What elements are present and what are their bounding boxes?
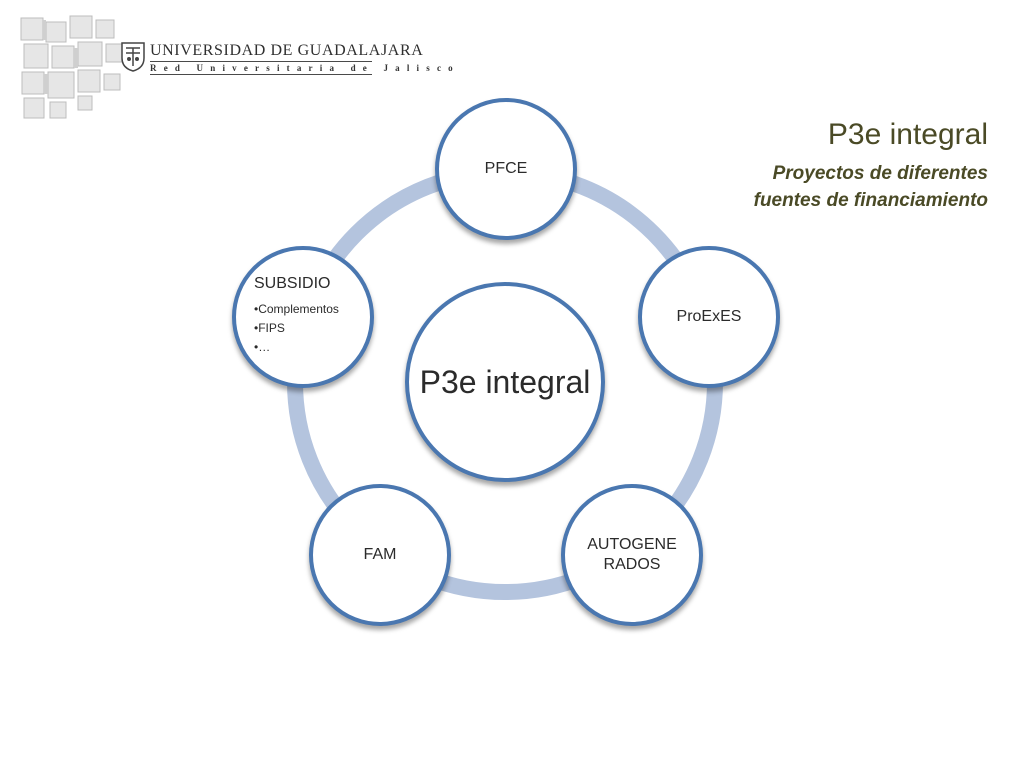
- subsidio-item: •…: [254, 340, 271, 354]
- node-fam-label: FAM: [363, 546, 397, 563]
- node-pfce-label: PFCE: [484, 160, 528, 177]
- node-autogenerados: AUTOGENE RADOS: [561, 484, 703, 626]
- center-node-label: P3e integral: [419, 364, 591, 400]
- node-pfce: PFCE: [435, 98, 577, 240]
- node-subsidio-label: SUBSIDIO: [254, 275, 331, 292]
- logo-cubes-icon: [20, 15, 125, 119]
- logo-divider-bottom: [150, 74, 372, 75]
- node-proexes-label: ProExES: [676, 308, 742, 325]
- university-network-name: Red Universitaria de Jalisco: [150, 63, 460, 73]
- subsidio-item: •Complementos: [254, 302, 339, 316]
- node-autogenerados-label: AUTOGENE RADOS: [587, 536, 677, 573]
- university-name: UNIVERSIDAD DE GUADALAJARA: [150, 42, 424, 59]
- slide-title: P3e integral: [827, 118, 988, 151]
- logo-divider: [150, 61, 372, 62]
- node-fam: FAM: [309, 484, 451, 626]
- slide-subtitle: Proyectos de diferentes fuentes de finan…: [753, 163, 988, 211]
- subsidio-list: •Complementos •FIPS •…: [254, 300, 339, 357]
- node-subsidio: SUBSIDIO •Complementos •FIPS •…: [232, 246, 374, 388]
- node-proexes: ProExES: [638, 246, 780, 388]
- university-seal-icon: [121, 42, 145, 72]
- subsidio-item: •FIPS: [254, 321, 285, 335]
- center-node: P3e integral: [405, 282, 605, 482]
